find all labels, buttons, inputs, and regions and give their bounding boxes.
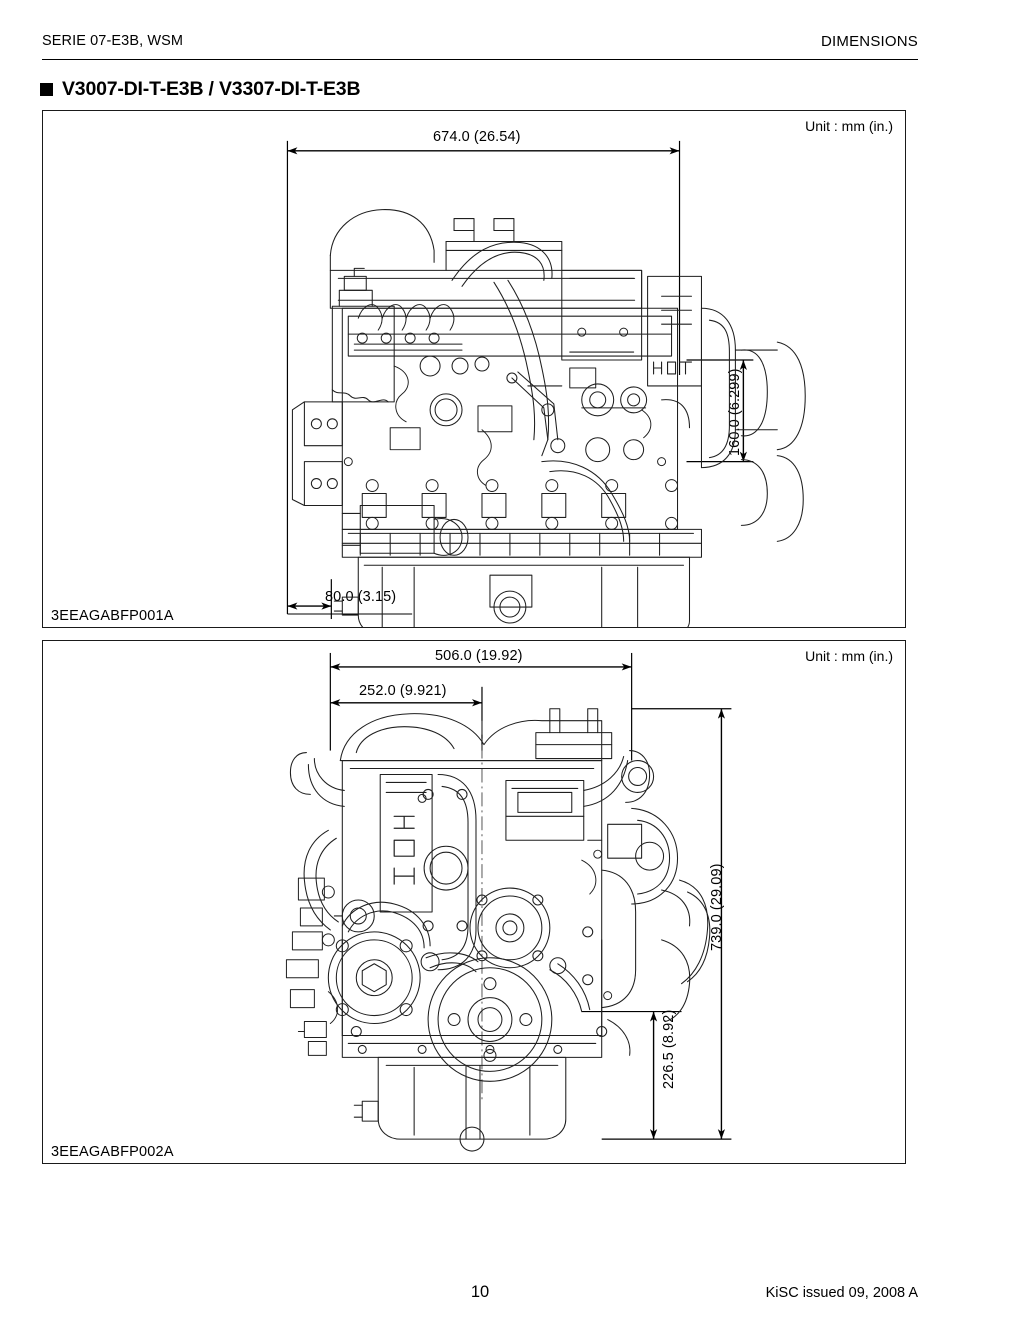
dimension-label-center-offset-width: 252.0 (9.921)	[359, 683, 447, 699]
figure-panel-front-view: Unit : mm (in.) 506.0 (19.92) 252.0 (9.9…	[42, 640, 906, 1164]
dimension-label-overall-height: 739.0 (29.09)	[709, 863, 725, 951]
dimension-label-crank-center-height: 226.5 (8.92)	[661, 1009, 677, 1089]
filled-square-icon	[40, 83, 53, 96]
figure-panel-side-view: Unit : mm (in.) 674.0 (26.54) 160.0 (6.2…	[42, 110, 906, 628]
dimension-label-oil-pan-offset: 80.0 (3.15)	[325, 589, 397, 605]
page-header: SERIE 07-E3B, WSM DIMENSIONS	[42, 33, 918, 57]
header-section-name: DIMENSIONS	[820, 33, 918, 50]
header-document-id: SERIE 07-E3B, WSM	[42, 33, 184, 49]
issue-note: KiSC issued 09, 2008 A	[765, 1285, 918, 1301]
page-number: 10	[470, 1283, 490, 1301]
page-footer: 10 KiSC issued 09, 2008 A	[42, 1283, 918, 1305]
engine-front-view-drawing	[285, 652, 732, 1152]
header-divider	[42, 59, 918, 60]
engine-side-view-drawing	[286, 140, 806, 627]
dimension-label-overall-width: 506.0 (19.92)	[435, 648, 523, 664]
figure-caption: 3EEAGABFP002A	[51, 1144, 174, 1160]
page-title: V3007-DI-T-E3B / V3307-DI-T-E3B	[40, 78, 361, 101]
page-title-text: V3007-DI-T-E3B / V3307-DI-T-E3B	[62, 78, 361, 100]
dimension-label-flywheel-housing-height: 160.0 (6.299)	[727, 368, 743, 456]
unit-label: Unit : mm (in.)	[805, 648, 893, 664]
figure-caption: 3EEAGABFP001A	[51, 608, 174, 624]
unit-label: Unit : mm (in.)	[805, 118, 893, 134]
dimension-label-overall-length: 674.0 (26.54)	[433, 129, 521, 145]
